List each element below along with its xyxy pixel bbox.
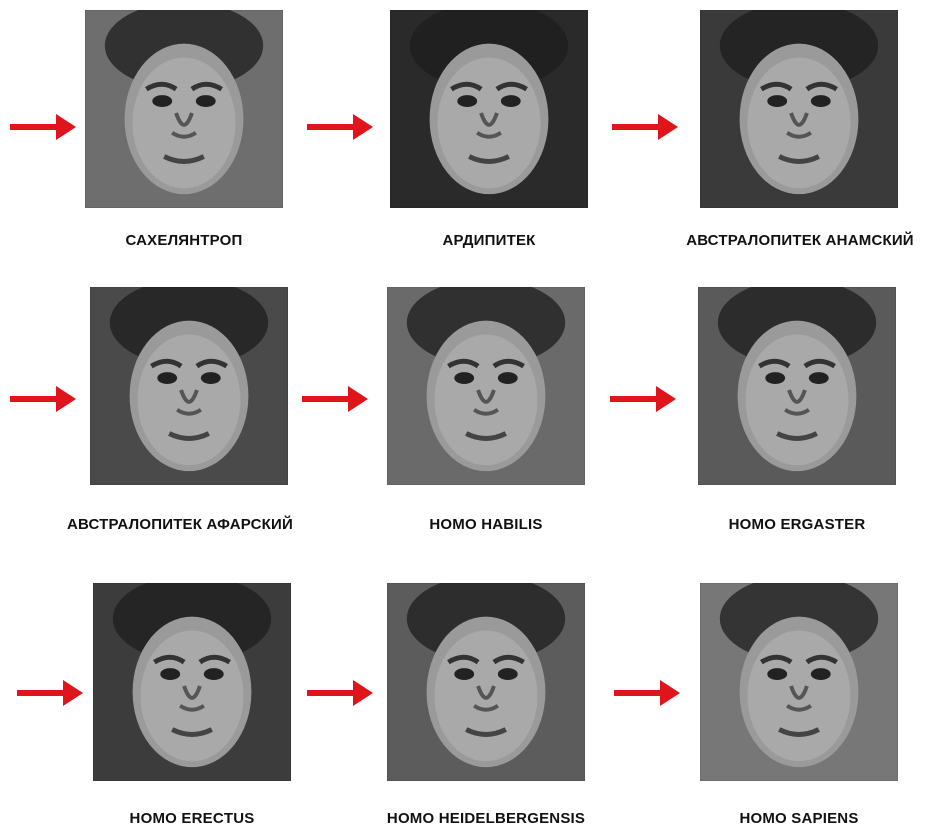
caption-australopithecus-afarensis: АВСТРАЛОПИТЕК АФАРСКИЙ: [20, 516, 340, 533]
red-arrow-right-icon: [305, 112, 375, 142]
red-arrow-right-icon: [305, 678, 375, 708]
portrait-homo-erectus: [93, 583, 291, 781]
portrait-homo-heidelbergensis: [387, 583, 585, 781]
portrait-sahelanthropus: [85, 10, 283, 208]
caption-homo-ergaster: HOMO ERGASTER: [698, 516, 896, 533]
hominid-portrait-icon: [387, 287, 585, 485]
caption-homo-erectus: HOMO ERECTUS: [93, 810, 291, 827]
caption-ardipithecus: АРДИПИТЕК: [390, 232, 588, 249]
portrait-ardipithecus: [390, 10, 588, 208]
portrait-homo-ergaster: [698, 287, 896, 485]
caption-australopithecus-anamensis: АВСТРАЛОПИТЕК АНАМСКИЙ: [660, 232, 940, 249]
caption-homo-sapiens: HOMO SAPIENS: [700, 810, 898, 827]
portrait-australopithecus-anamensis: [700, 10, 898, 208]
portrait-homo-habilis: [387, 287, 585, 485]
caption-homo-habilis: HOMO HABILIS: [387, 516, 585, 533]
red-arrow-right-icon: [8, 384, 78, 414]
red-arrow-right-icon: [15, 678, 85, 708]
red-arrow-right-icon: [300, 384, 370, 414]
hominid-portrait-icon: [93, 583, 291, 781]
red-arrow-right-icon: [612, 678, 682, 708]
portrait-homo-sapiens: [700, 583, 898, 781]
red-arrow-right-icon: [608, 384, 678, 414]
portrait-australopithecus-afarensis: [90, 287, 288, 485]
hominid-portrait-icon: [390, 10, 588, 208]
hominid-portrait-icon: [90, 287, 288, 485]
caption-homo-heidelbergensis: HOMO HEIDELBERGENSIS: [360, 810, 612, 827]
hominid-portrait-icon: [700, 10, 898, 208]
hominid-portrait-icon: [85, 10, 283, 208]
red-arrow-right-icon: [8, 112, 78, 142]
hominid-portrait-icon: [387, 583, 585, 781]
red-arrow-right-icon: [610, 112, 680, 142]
hominid-portrait-icon: [698, 287, 896, 485]
caption-sahelanthropus: САХЕЛЯНТРОП: [85, 232, 283, 249]
hominid-portrait-icon: [700, 583, 898, 781]
